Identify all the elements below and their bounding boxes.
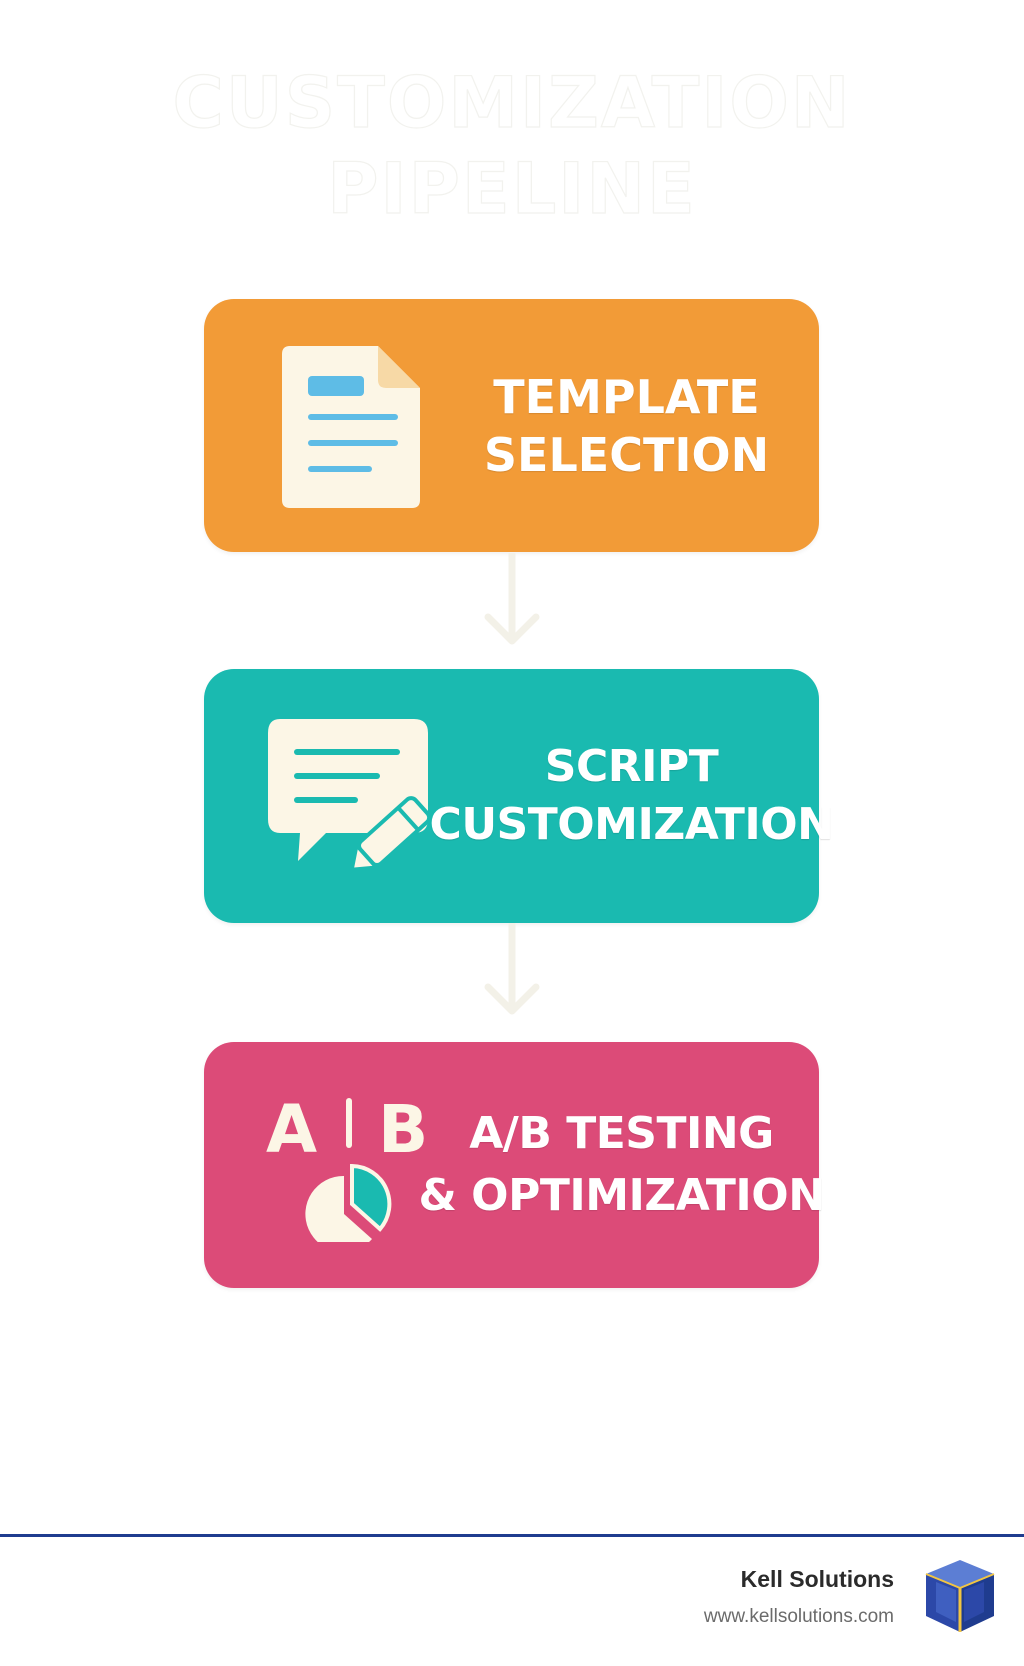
- step-label: SCRIPT CUSTOMIZATION: [430, 669, 834, 923]
- down-arrow-icon: [484, 553, 540, 645]
- chat-pencil-icon: [268, 719, 432, 872]
- step-label-line-1: A/B TESTING: [469, 1108, 774, 1159]
- step-template-selection: TEMPLATE SELECTION: [204, 299, 819, 552]
- document-icon: [282, 346, 420, 508]
- cube-logo-icon: [925, 1560, 995, 1632]
- step-label-line-2: SELECTION: [483, 427, 770, 482]
- title-line-2: PIPELINE: [327, 147, 697, 230]
- title-line-1: CUSTOMIZATION: [172, 61, 852, 144]
- brand-name: Kell Solutions: [740, 1566, 894, 1592]
- footer-divider: [0, 1534, 1024, 1537]
- step-label-line-1: SCRIPT: [544, 741, 719, 792]
- page-title: CUSTOMIZATION PIPELINE: [0, 60, 1024, 232]
- step-label-line-1: TEMPLATE: [493, 369, 760, 424]
- step-label: A/B TESTING & OPTIMIZATION: [418, 1042, 825, 1288]
- step-script-customization: SCRIPT CUSTOMIZATION: [204, 669, 834, 923]
- step-label-line-2: CUSTOMIZATION: [429, 799, 834, 850]
- down-arrow-icon: [484, 923, 540, 1015]
- step-label: TEMPLATE SELECTION: [434, 299, 819, 552]
- step-label-line-2: & OPTIMIZATION: [418, 1170, 825, 1221]
- ab-pie-chart-icon: A B: [266, 1092, 428, 1242]
- ab-icon-letter-a: A: [266, 1092, 317, 1168]
- brand-url[interactable]: www.kellsolutions.com: [703, 1606, 894, 1627]
- step-ab-testing: A B A/B TESTING & OPTIMIZATION: [204, 1042, 825, 1288]
- ab-icon-letter-b: B: [378, 1092, 428, 1168]
